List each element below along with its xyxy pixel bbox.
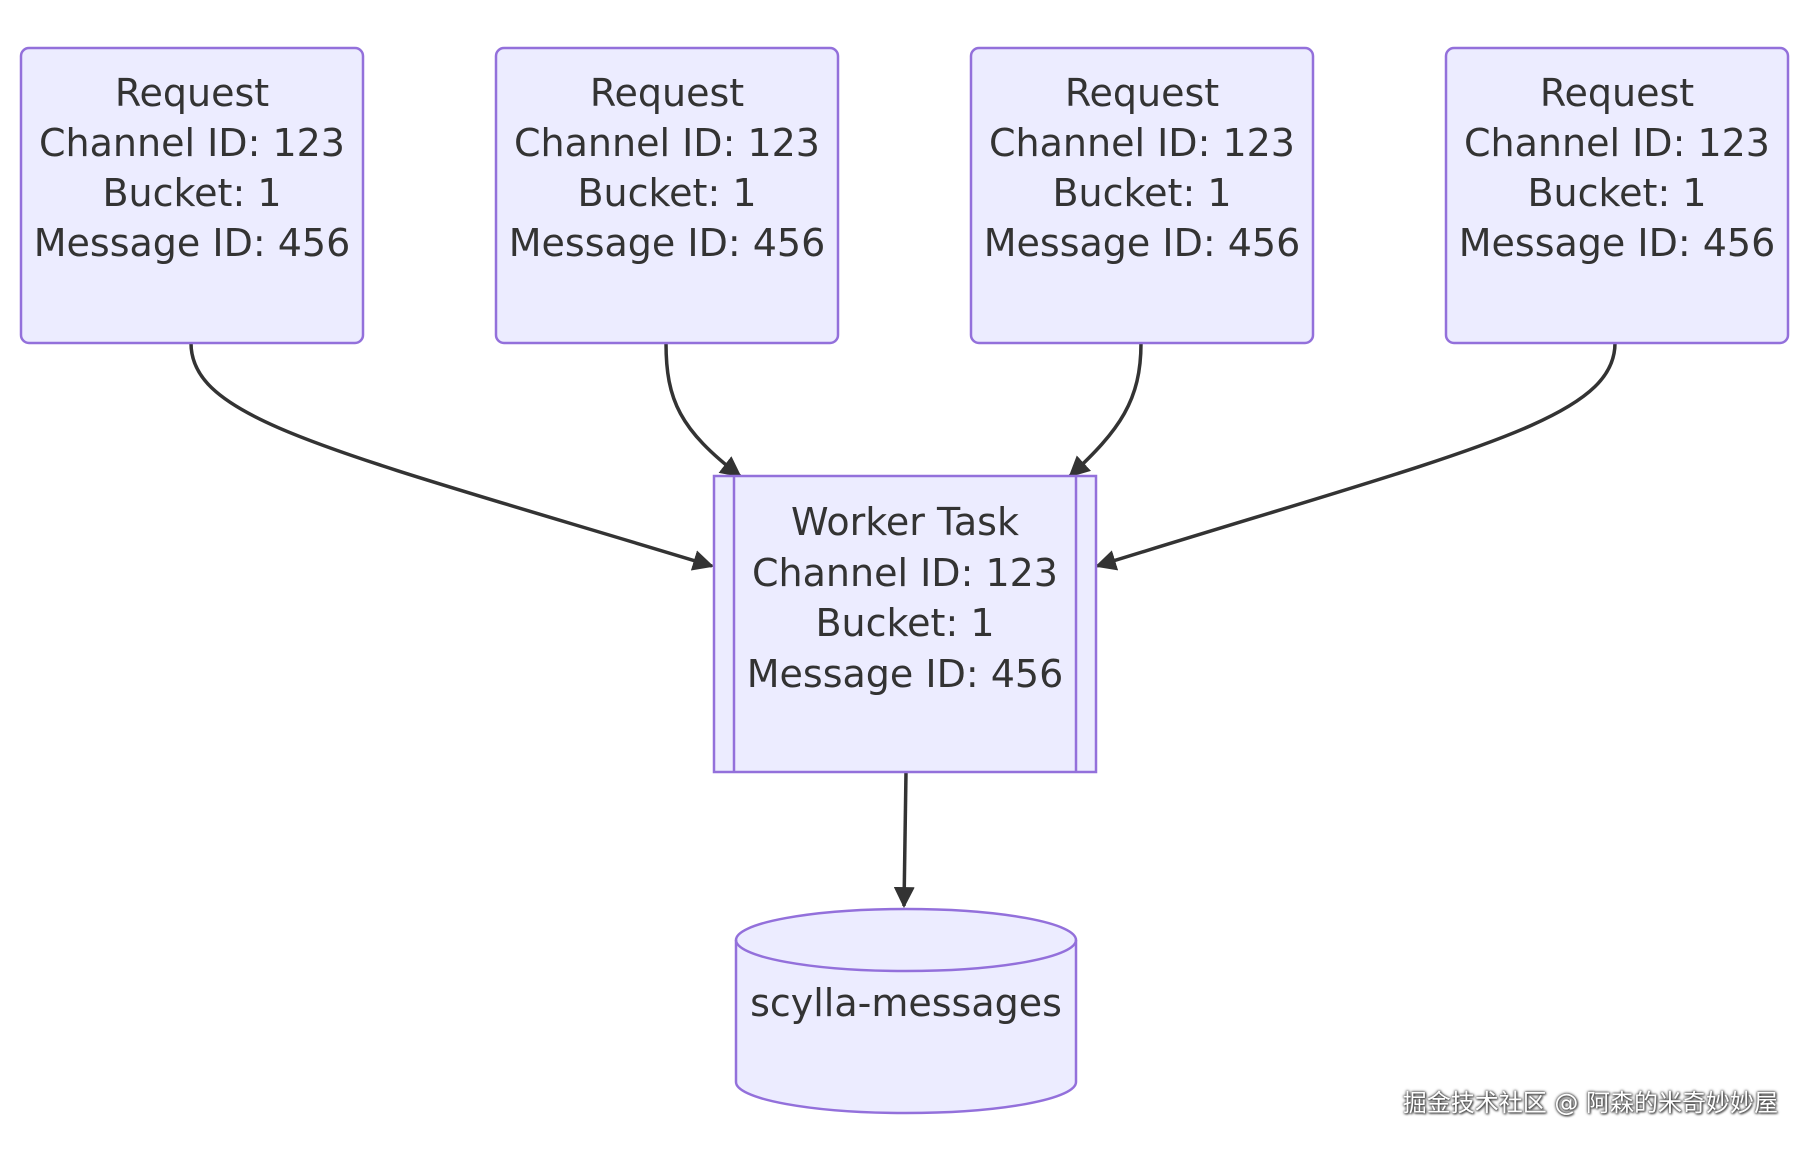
request-bucket: Bucket: 1 bbox=[1052, 171, 1231, 215]
worker-bucket: Bucket: 1 bbox=[815, 601, 994, 645]
request-channel-id: Channel ID: 123 bbox=[514, 121, 820, 165]
request-channel-id: Channel ID: 123 bbox=[989, 121, 1295, 165]
request-bucket: Bucket: 1 bbox=[1527, 171, 1706, 215]
edge-request-1-to-worker bbox=[189, 342, 715, 571]
request-node-3: Request Channel ID: 123 Bucket: 1 Messag… bbox=[969, 46, 1315, 345]
request-bucket: Bucket: 1 bbox=[577, 171, 756, 215]
edge-request-3-to-worker bbox=[1068, 342, 1143, 478]
worker-message-id: Message ID: 456 bbox=[747, 652, 1064, 696]
request-node-2: Request Channel ID: 123 Bucket: 1 Messag… bbox=[494, 46, 840, 345]
database-node: scylla-messages bbox=[734, 907, 1078, 1115]
edge-worker-to-database bbox=[893, 771, 915, 909]
worker-task-node: Worker Task Channel ID: 123 Bucket: 1 Me… bbox=[712, 474, 1098, 774]
request-message-id: Message ID: 456 bbox=[509, 221, 826, 265]
request-message-id: Message ID: 456 bbox=[1459, 221, 1776, 265]
request-message-id: Message ID: 456 bbox=[984, 221, 1301, 265]
database-label: scylla-messages bbox=[750, 981, 1062, 1025]
edge-request-4-to-worker bbox=[1094, 342, 1617, 571]
request-title: Request bbox=[590, 71, 744, 115]
request-node-4: Request Channel ID: 123 Bucket: 1 Messag… bbox=[1444, 46, 1790, 345]
request-node-1: Request Channel ID: 123 Bucket: 1 Messag… bbox=[19, 46, 365, 345]
request-title: Request bbox=[1065, 71, 1219, 115]
request-channel-id: Channel ID: 123 bbox=[39, 121, 345, 165]
worker-title: Worker Task bbox=[791, 500, 1019, 544]
request-title: Request bbox=[115, 71, 269, 115]
request-message-id: Message ID: 456 bbox=[34, 221, 351, 265]
watermark: 掘金技术社区 @ 阿森的米奇妙妙屋 bbox=[1402, 1089, 1778, 1117]
request-bucket: Bucket: 1 bbox=[102, 171, 281, 215]
request-channel-id: Channel ID: 123 bbox=[1464, 121, 1770, 165]
edge-request-2-to-worker bbox=[664, 342, 742, 478]
request-title: Request bbox=[1540, 71, 1694, 115]
worker-channel-id: Channel ID: 123 bbox=[752, 551, 1058, 595]
